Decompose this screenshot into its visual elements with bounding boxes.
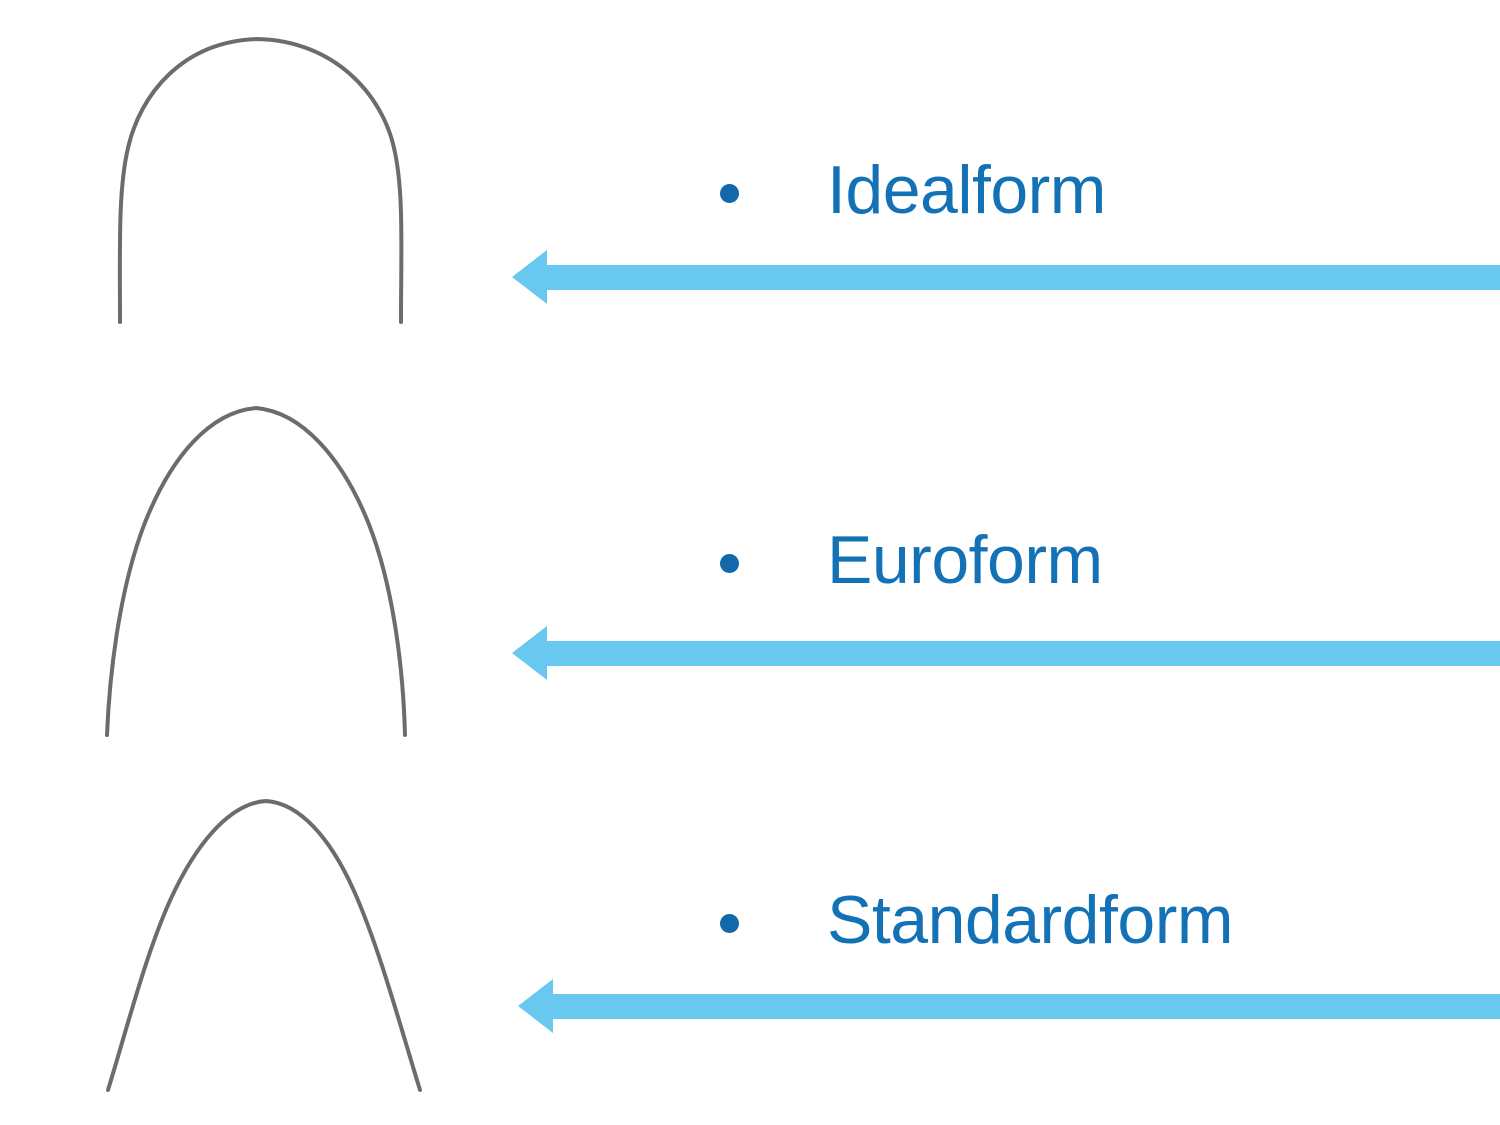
archwire-standardform [0, 775, 500, 1125]
arrow-left-standardform [505, 975, 1500, 1035]
list-item-standardform[interactable]: Standardform [720, 878, 1233, 962]
archwire-euroform [0, 390, 500, 765]
archwire-idealform [0, 0, 500, 380]
bullet-label-idealform: Idealform [827, 152, 1106, 228]
list-item-idealform[interactable]: Idealform [720, 148, 1106, 232]
bullet-label-standardform: Standardform [827, 882, 1233, 958]
bullet-dot-icon [720, 913, 739, 933]
list-item-euroform[interactable]: Euroform [720, 518, 1103, 602]
bullet-label-euroform: Euroform [827, 522, 1103, 598]
arrow-left-euroform [505, 622, 1500, 682]
arrow-left-idealform [505, 246, 1500, 306]
bullet-dot-icon [720, 553, 739, 573]
bullet-dot-icon [720, 183, 739, 203]
